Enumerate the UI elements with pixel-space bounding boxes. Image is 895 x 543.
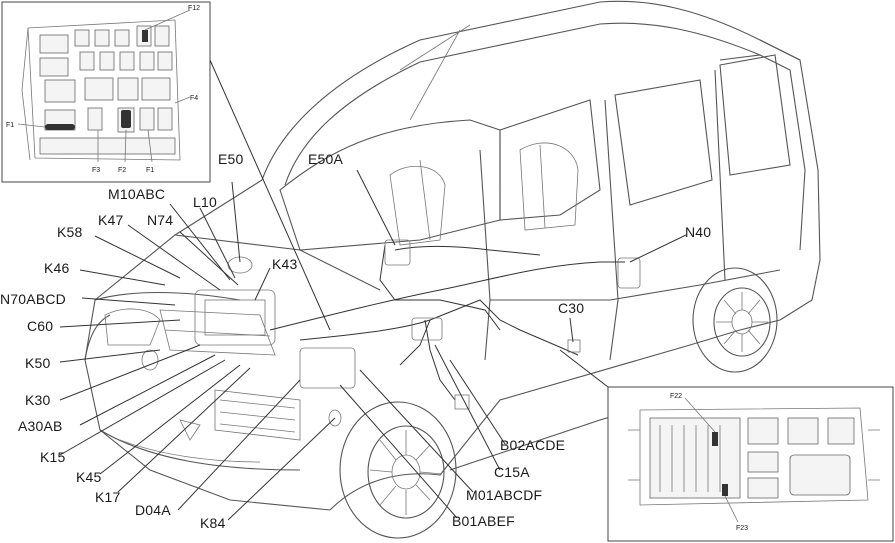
callout-E50: E50 [218, 151, 244, 167]
inset-label-f2: F2 [118, 167, 126, 174]
callout-N74: N74 [147, 212, 173, 228]
callout-B02ACDE: B02ACDE [500, 437, 565, 453]
callout-K15: K15 [40, 449, 66, 465]
callout-M01ABCDF: M01ABCDF [466, 487, 542, 503]
fuse-box-inset-dashboard: F22 F23 [607, 386, 894, 542]
vehicle-illustration [84, 0, 821, 539]
inset-label-f1-left: F1 [6, 122, 14, 129]
callout-K58: K58 [57, 224, 83, 240]
callout-K84: K84 [200, 515, 226, 531]
callout-K43: K43 [272, 256, 298, 272]
callout-A30AB: A30AB [18, 418, 63, 434]
inset-label-f23: F23 [736, 525, 748, 532]
callout-E50A: E50A [308, 151, 344, 167]
callout-N70ABCD: N70ABCD [0, 291, 66, 307]
inset-label-f12: F12 [188, 5, 200, 12]
inset-label-f4: F4 [190, 95, 198, 102]
fuse-box-inset-engine: F12 F4 F1 F3 F2 F1 [1, 1, 211, 183]
callout-leaders [59, 169, 687, 521]
callout-K50: K50 [25, 355, 51, 371]
callout-C60: C60 [27, 318, 53, 334]
inset-label-f1: F1 [146, 167, 154, 174]
inset-pointer-line [209, 59, 331, 331]
callout-D04A: D04A [135, 502, 171, 518]
callout-labels: E50 M10ABC L10 K47 N74 K58 K43 K46 N70AB… [0, 151, 711, 531]
callout-B01ABEF: B01ABEF [452, 513, 515, 529]
callout-K30: K30 [25, 392, 51, 408]
inset-label-f3: F3 [92, 167, 100, 174]
callout-M10ABC: M10ABC [108, 186, 165, 202]
callout-C30: C30 [558, 300, 584, 316]
callout-K17: K17 [95, 489, 121, 505]
callout-N40: N40 [685, 224, 711, 240]
inset-label-f22: F22 [670, 393, 682, 400]
inset-pointer-line-right [559, 349, 609, 388]
callout-L10: L10 [193, 194, 217, 210]
callout-K47: K47 [98, 212, 124, 228]
callout-K45: K45 [76, 469, 102, 485]
callout-C15A: C15A [494, 464, 530, 480]
callout-K46: K46 [44, 260, 70, 276]
